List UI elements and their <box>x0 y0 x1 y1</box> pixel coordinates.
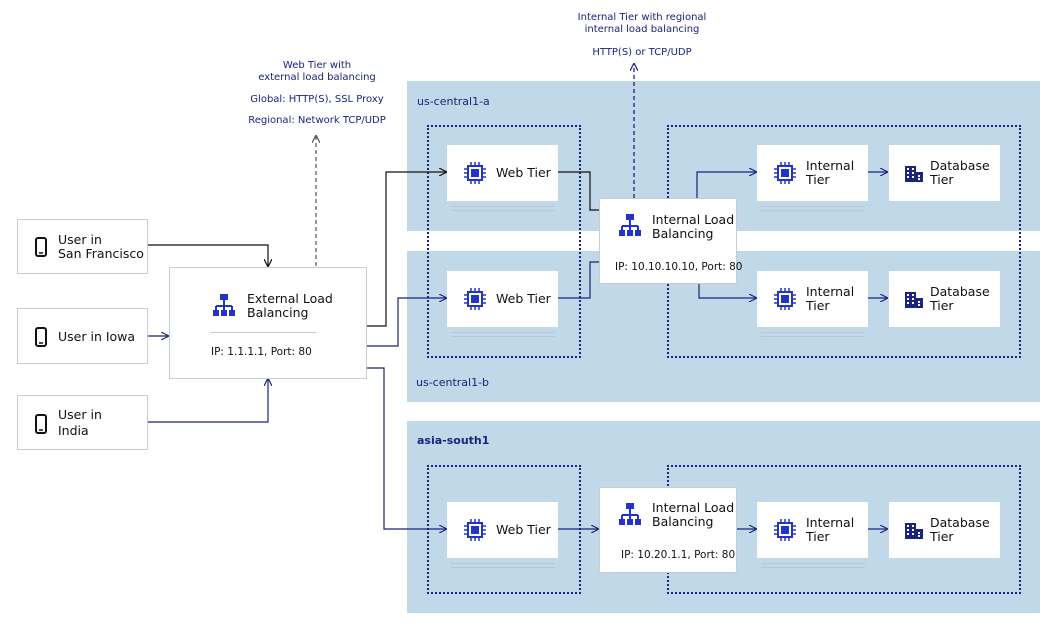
chip-icon <box>774 162 796 184</box>
web-tier-label: Web Tier <box>496 165 551 180</box>
region-label-asia-south1: asia-south1 <box>417 434 490 447</box>
smartphone-icon <box>35 237 47 257</box>
connector-web-b-to-ilb <box>557 261 600 299</box>
ilb-title-line1: Internal Load <box>652 212 735 227</box>
user-label-line1: User in <box>58 407 102 422</box>
smartphone-icon <box>35 327 47 347</box>
database-tier-card-us-a[interactable]: Database Tier <box>889 145 1000 201</box>
web-tier-note-line1: Web Tier with <box>282 60 352 71</box>
internal-tier-shadow <box>761 336 865 337</box>
internal-tier-shadow <box>761 210 865 211</box>
connector-india-to-elb <box>147 379 268 423</box>
internal-tier-label-line1: Internal <box>806 158 855 173</box>
internal-tier-label-line2: Tier <box>806 298 830 313</box>
internal-tier-label-line2: Tier <box>806 529 830 544</box>
chip-icon <box>464 288 486 310</box>
web-tier-note-global: Global: HTTP(S), SSL Proxy <box>250 94 384 105</box>
internal-tier-label-line2: Tier <box>806 172 830 187</box>
ilb-title-line1: Internal Load <box>652 500 735 515</box>
internal-load-balancer-card-asia[interactable]: Internal Load Balancing IP: 10.20.1.1, P… <box>599 487 737 573</box>
region-label-us-central1-b: us-central1-b <box>416 376 490 389</box>
web-tier-shadow <box>451 206 555 207</box>
internal-tier-card-asia[interactable]: Internal Tier <box>757 502 868 558</box>
database-tier-label-line2: Tier <box>930 172 954 187</box>
database-tier-label-line2: Tier <box>930 298 954 313</box>
chip-icon <box>464 519 486 541</box>
internal-tier-note-protocol: HTTP(S) or TCP/UDP <box>592 47 692 58</box>
internal-load-balancer-card-us[interactable]: Internal Load Balancing IP: 10.10.10.10,… <box>599 198 743 284</box>
load-balancer-icon <box>619 503 641 525</box>
user-label-line2: India <box>58 423 89 438</box>
building-icon <box>905 523 923 539</box>
user-card-iowa[interactable]: User in Iowa <box>17 308 148 364</box>
web-tier-shadow <box>451 336 555 337</box>
internal-tier-card-us-b[interactable]: Internal Tier <box>757 271 868 327</box>
connector-elb-to-web-b <box>367 298 446 347</box>
user-label: User in Iowa <box>58 329 136 344</box>
elb-title-line2: Balancing <box>247 305 309 320</box>
database-tier-card-asia[interactable]: Database Tier <box>889 502 1000 558</box>
web-tier-note-line2: external load balancing <box>258 72 376 83</box>
internal-tier-note-line2: internal load balancing <box>584 24 700 35</box>
database-tier-label-line1: Database <box>930 284 990 299</box>
internal-tier-shadow <box>761 332 865 333</box>
web-zone-us <box>427 125 581 358</box>
connector-sf-to-elb <box>147 244 268 266</box>
region-label-us-central1-a: us-central1-a <box>417 95 490 108</box>
web-tier-shadow <box>451 563 555 564</box>
database-tier-label-line1: Database <box>930 515 990 530</box>
connector-elb-to-web-asia <box>367 367 446 529</box>
elb-divider <box>210 332 316 333</box>
chip-icon <box>774 288 796 310</box>
chip-icon <box>464 162 486 184</box>
web-tier-shadow <box>451 332 555 333</box>
connector-web-a-to-ilb <box>557 171 600 211</box>
smartphone-icon <box>35 414 47 434</box>
connector-ilb-to-internal-b <box>698 284 756 298</box>
user-card-india[interactable]: User in India <box>17 395 148 450</box>
web-tier-shadow <box>451 567 555 568</box>
connector-ilb-to-internal-a <box>696 172 756 198</box>
user-label-line1: User in <box>58 232 102 247</box>
user-label-line2: San Francisco <box>58 246 144 261</box>
building-icon <box>905 166 923 182</box>
ilb-title-line2: Balancing <box>652 514 714 529</box>
load-balancer-icon <box>619 214 641 236</box>
ilb-ip: IP: 10.20.1.1, Port: 80 <box>621 549 736 561</box>
database-tier-card-us-b[interactable]: Database Tier <box>889 271 1000 327</box>
database-tier-label-line1: Database <box>930 158 990 173</box>
web-tier-card-us-a[interactable]: Web Tier <box>447 145 558 201</box>
web-tier-card-us-b[interactable]: Web Tier <box>447 271 558 327</box>
internal-tier-shadow <box>761 563 865 564</box>
internal-tier-label-line1: Internal <box>806 515 855 530</box>
web-tier-label: Web Tier <box>496 522 551 537</box>
connector-elb-to-web-a <box>367 172 446 327</box>
database-tier-label-line2: Tier <box>930 529 954 544</box>
internal-tier-card-us-a[interactable]: Internal Tier <box>757 145 868 201</box>
internal-tier-shadow <box>761 206 865 207</box>
web-tier-note-regional: Regional: Network TCP/UDP <box>248 115 386 126</box>
ilb-ip: IP: 10.10.10.10, Port: 80 <box>615 261 743 273</box>
user-card-san-francisco[interactable]: User in San Francisco <box>17 219 148 274</box>
ilb-title-line2: Balancing <box>652 226 714 241</box>
internal-tier-note-line1: Internal Tier with regional <box>577 12 707 23</box>
elb-ip: IP: 1.1.1.1, Port: 80 <box>211 346 312 358</box>
web-tier-card-asia[interactable]: Web Tier <box>447 502 558 558</box>
web-tier-shadow <box>451 210 555 211</box>
building-icon <box>905 292 923 308</box>
external-load-balancer-card[interactable]: External Load Balancing IP: 1.1.1.1, Por… <box>169 267 367 379</box>
elb-title-line1: External Load <box>247 291 333 306</box>
load-balancer-icon <box>213 294 235 316</box>
internal-tier-label-line1: Internal <box>806 284 855 299</box>
web-tier-label: Web Tier <box>496 291 551 306</box>
chip-icon <box>774 519 796 541</box>
internal-tier-shadow <box>761 567 865 568</box>
